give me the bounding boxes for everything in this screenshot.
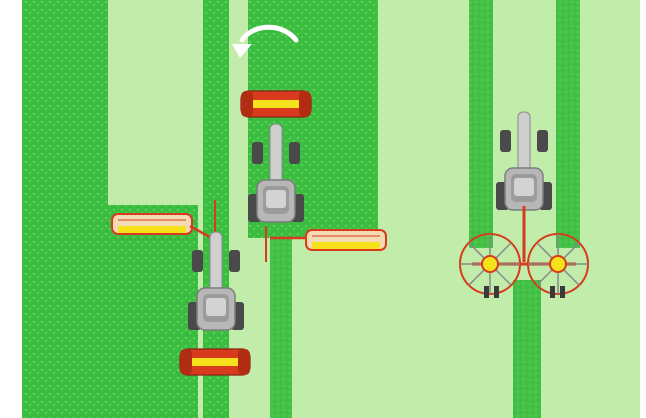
swath-merged — [513, 280, 541, 418]
mower-side-right — [306, 230, 386, 250]
swath-left — [469, 0, 493, 248]
swath-right — [556, 0, 580, 248]
mower-front-middle — [241, 91, 311, 117]
mower-front-left — [180, 349, 250, 375]
standing-crop-middle — [108, 205, 198, 418]
cut-strip — [270, 238, 292, 418]
mower-side-left — [112, 214, 192, 234]
standing-crop-left — [22, 0, 108, 418]
